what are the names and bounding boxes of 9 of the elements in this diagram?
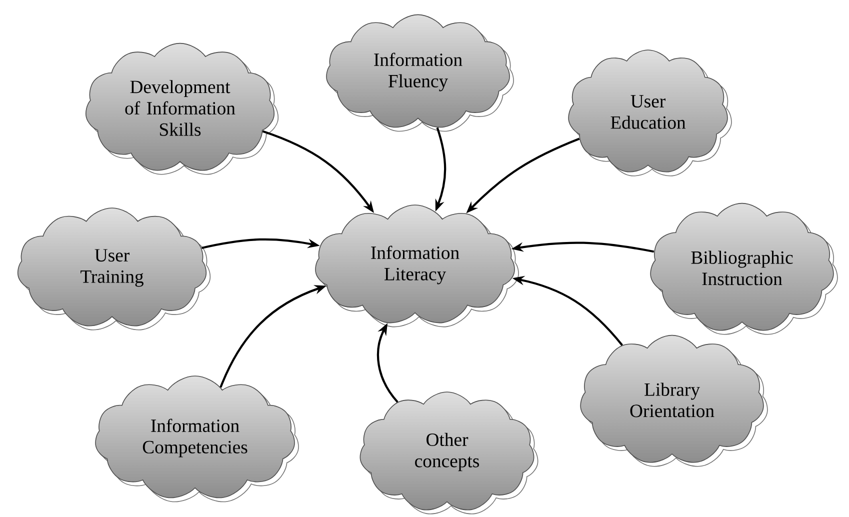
- cloud: Bibliographic Instruction: [650, 202, 838, 335]
- cloud: User Education: [568, 50, 732, 176]
- cloud: Other concepts: [360, 392, 538, 514]
- cloud: Library Orientation: [580, 334, 768, 467]
- cloud: Development of Information Skills: [86, 42, 278, 175]
- cloud: Information Literacy: [315, 204, 519, 328]
- cloud: User Training: [17, 208, 211, 330]
- cloud: Information Fluency: [326, 14, 514, 132]
- cloud: Information Competencies: [95, 376, 299, 502]
